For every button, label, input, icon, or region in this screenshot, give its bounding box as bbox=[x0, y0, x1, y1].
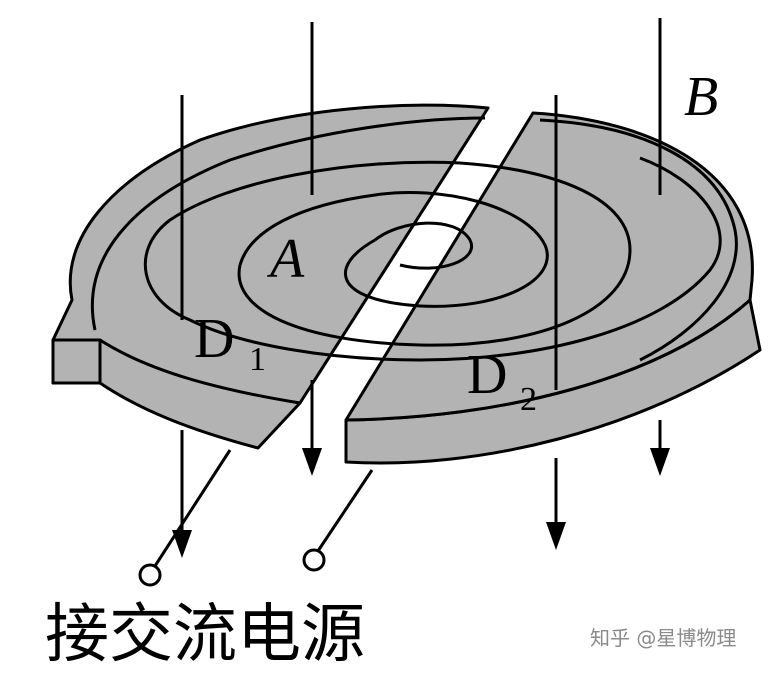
caption-ac-source: 接交流电源 bbox=[45, 598, 365, 672]
label-center-a: A bbox=[266, 228, 305, 290]
label-d1-sub: 1 bbox=[249, 341, 266, 378]
arrowhead-1 bbox=[172, 530, 192, 558]
terminal-right bbox=[302, 548, 326, 572]
label-field-b: B bbox=[684, 66, 718, 128]
terminal-left bbox=[138, 563, 162, 587]
watermark: 知乎 @星博物理 bbox=[590, 626, 736, 650]
spiral-path bbox=[90, 116, 738, 362]
dee-d1-notch bbox=[51, 338, 102, 385]
arrowhead-3 bbox=[546, 522, 566, 550]
wire-d2 bbox=[316, 469, 374, 552]
dee-d2-top bbox=[344, 111, 754, 422]
wire-d1 bbox=[153, 449, 232, 567]
ac-wires bbox=[138, 449, 374, 587]
label-d1-main: D bbox=[194, 308, 234, 370]
dee-d1 bbox=[51, 103, 490, 450]
label-d2-sub: 2 bbox=[520, 381, 537, 418]
arrowhead-4 bbox=[650, 448, 670, 476]
label-d2-main: D bbox=[467, 344, 507, 406]
dee-d1-top bbox=[51, 103, 490, 405]
field-arrowheads bbox=[172, 448, 670, 558]
arrowhead-2 bbox=[302, 448, 322, 476]
dee-d2 bbox=[344, 111, 762, 465]
